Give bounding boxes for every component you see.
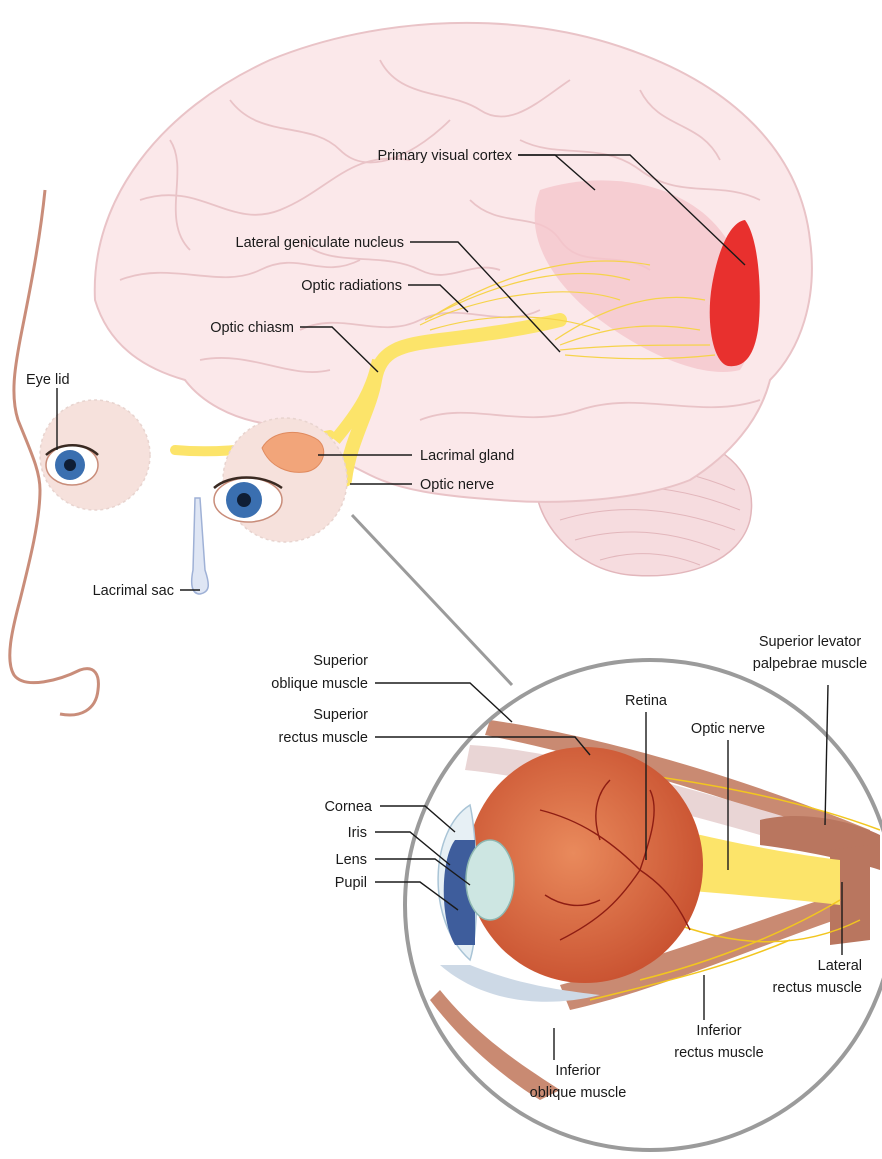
label-inferior-oblique-line2: oblique muscle (530, 1085, 627, 1101)
label-eye-lid: Eye lid (26, 372, 70, 388)
label-superior-oblique-line1: Superior (313, 653, 368, 669)
label-inferior-oblique-line1: Inferior (555, 1063, 600, 1079)
label-superior-rectus-line2: rectus muscle (279, 730, 368, 746)
label-superior-rectus-line1: Superior (313, 707, 368, 723)
eye-detail (405, 660, 882, 1150)
label-pupil: Pupil (335, 875, 367, 891)
label-superior-oblique-line2: oblique muscle (271, 676, 368, 692)
label-primary-visual-cortex: Primary visual cortex (377, 148, 512, 164)
label-lateral-rectus-line2: rectus muscle (773, 980, 862, 996)
label-lateral-geniculate-nucleus: Lateral geniculate nucleus (236, 235, 404, 251)
label-inferior-rectus-line1: Inferior (696, 1023, 741, 1039)
eye-near (214, 418, 347, 542)
label-optic-nerve-top: Optic nerve (420, 477, 494, 493)
lacrimal-sac-shape (192, 498, 209, 594)
label-cornea: Cornea (324, 799, 372, 815)
label-lacrimal-gland: Lacrimal gland (420, 448, 514, 464)
label-retina: Retina (625, 693, 668, 709)
label-lens: Lens (336, 852, 367, 868)
label-optic-chiasm: Optic chiasm (210, 320, 294, 336)
label-lacrimal-sac: Lacrimal sac (93, 583, 174, 599)
label-superior-levator-line2: palpebrae muscle (753, 656, 867, 672)
label-lateral-rectus-line1: Lateral (818, 958, 862, 974)
label-optic-radiations: Optic radiations (301, 278, 402, 294)
label-optic-nerve-detail: Optic nerve (691, 721, 765, 737)
zoom-connector (352, 515, 512, 685)
label-inferior-rectus-line2: rectus muscle (674, 1045, 763, 1061)
label-superior-levator-line1: Superior levator (759, 634, 862, 650)
label-iris: Iris (348, 825, 367, 841)
lens-shape (466, 840, 514, 920)
